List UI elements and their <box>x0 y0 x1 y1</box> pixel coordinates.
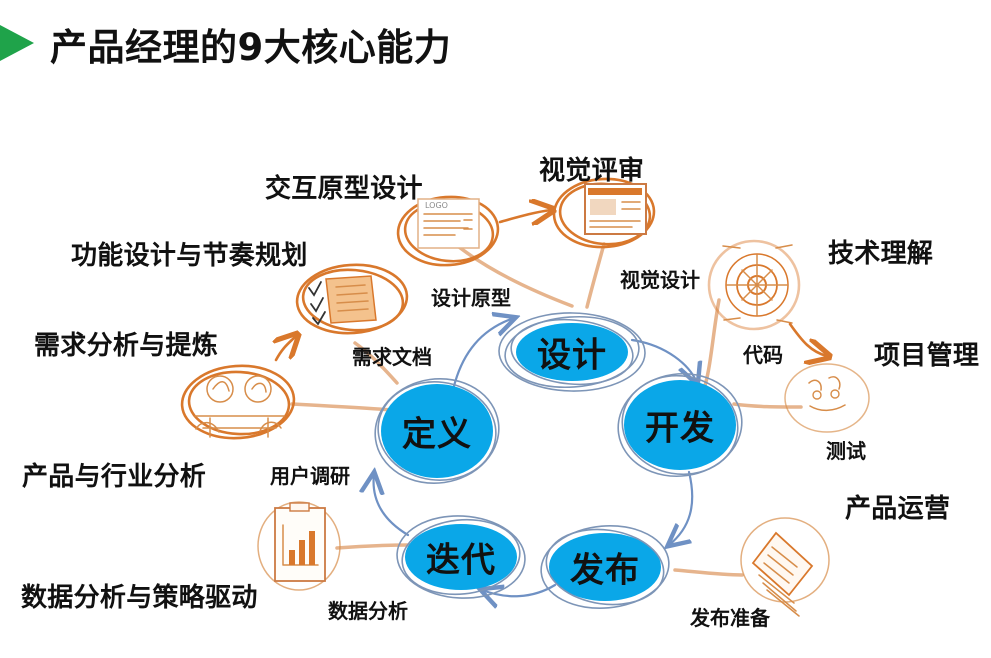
tan-connectors <box>290 241 803 577</box>
connector-data-iterate <box>335 543 412 550</box>
step-data-analysis: 数据分析 <box>328 599 408 623</box>
stage-define-circle <box>374 377 500 485</box>
capability-product-operation: 产品运营 <box>845 494 951 524</box>
step-visual-design: 视觉设计 <box>620 268 700 292</box>
wireframe-logo-text: LOGO <box>425 201 448 210</box>
connector-document-define <box>353 341 399 385</box>
connector-visual-design <box>585 242 606 309</box>
stage-iterate-circle <box>396 515 526 599</box>
step-release-prep: 发布准备 <box>690 606 770 630</box>
target-diagram-icon <box>707 239 801 331</box>
arrow-define-to-design <box>451 318 514 392</box>
capability-project-management: 项目管理 <box>874 341 980 371</box>
step-code: 代码 <box>743 343 783 367</box>
technology-to-project-arrow <box>788 322 827 356</box>
stage-iterate-label: 迭代 <box>426 540 496 581</box>
arrow-develop-to-release <box>669 470 694 545</box>
stage-develop-label: 开发 <box>645 408 715 449</box>
connector-research-define <box>290 402 394 412</box>
test-sketch-icon <box>784 363 870 433</box>
capability-data-strategy: 数据分析与策略驱动 <box>21 583 258 613</box>
cycle-flow-arrows <box>374 318 697 596</box>
stage-define-label: 定义 <box>402 414 472 455</box>
capability-visual-review: 视觉评审 <box>539 156 645 186</box>
arrow-iterate-to-define <box>374 474 410 537</box>
prototype-to-visual-arrow <box>498 210 551 222</box>
stage-develop-circle <box>617 372 743 478</box>
capability-industry-analysis: 产品与行业分析 <box>22 462 207 492</box>
stage-design-label: 设计 <box>537 335 607 376</box>
requirement-to-document-arrow <box>276 336 296 362</box>
visual-mockup-icon <box>552 177 656 249</box>
green-triangle-icon <box>0 25 34 61</box>
stage-design-circle <box>498 312 646 392</box>
step-test: 测试 <box>826 439 866 463</box>
people-meeting-icon <box>180 364 296 440</box>
connector-technology-develop <box>702 298 721 391</box>
stacked-papers-icon <box>740 517 830 617</box>
capability-interaction-prototype: 交互原型设计 <box>265 174 423 204</box>
step-design-prototype: 设计原型 <box>431 286 511 310</box>
stage-release-label: 发布 <box>570 550 640 591</box>
stage-circles <box>374 312 743 610</box>
step-user-research: 用户调研 <box>270 464 350 488</box>
stage-release-circle <box>540 524 670 610</box>
connector-release-stage <box>673 568 744 577</box>
connector-test-develop <box>732 402 803 409</box>
page-title: 产品经理的9大核心能力 <box>50 26 452 69</box>
capability-feature-design: 功能设计与节奏规划 <box>71 241 308 271</box>
capability-technical-understanding: 技术理解 <box>828 239 934 269</box>
capability-requirement-refining: 需求分析与提炼 <box>34 331 219 361</box>
wireframe-icon: LOGO <box>396 195 500 267</box>
step-requirement-doc: 需求文档 <box>352 345 432 369</box>
checklist-document-icon <box>295 263 409 335</box>
connector-prototype-design <box>452 241 574 308</box>
bar-chart-clipboard-icon <box>257 501 341 591</box>
